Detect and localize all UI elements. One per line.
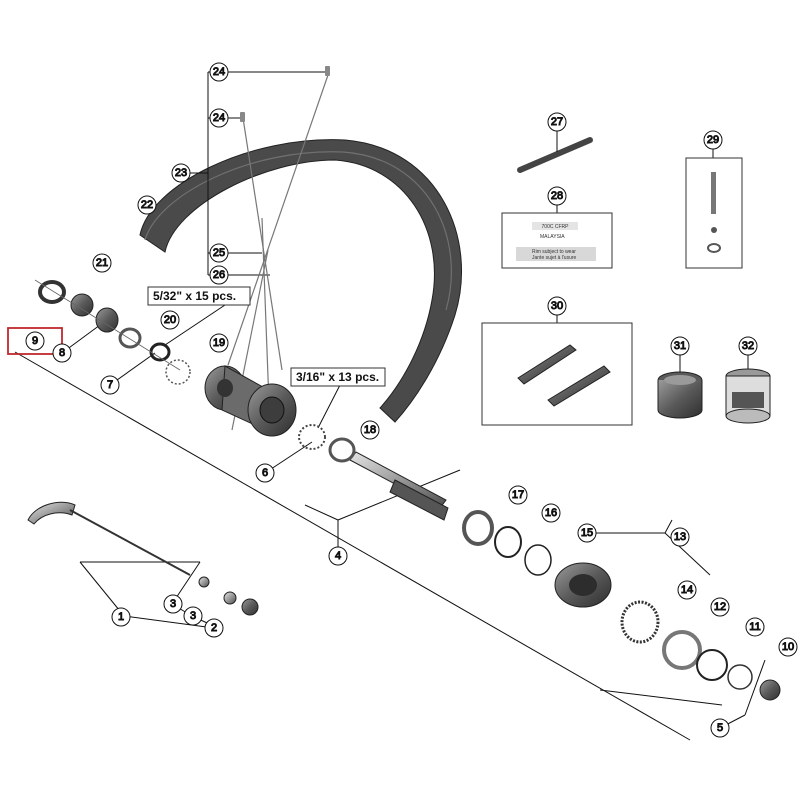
callout-21-label: 21 bbox=[96, 257, 108, 269]
callout-2-label: 2 bbox=[211, 622, 217, 634]
callout-4[interactable]: 4 bbox=[328, 546, 348, 566]
callout-24a[interactable]: 24 bbox=[209, 62, 229, 82]
callout-21[interactable]: 21 bbox=[92, 253, 112, 273]
callout-10-label: 10 bbox=[782, 641, 794, 653]
callout-13-label: 13 bbox=[674, 531, 686, 543]
callout-3a-label: 3 bbox=[170, 598, 176, 610]
axle bbox=[349, 451, 449, 521]
spoke-nipples bbox=[240, 66, 330, 122]
callout-27-label: 27 bbox=[551, 116, 563, 128]
hub-body bbox=[204, 365, 297, 437]
callout-15[interactable]: 15 bbox=[577, 523, 597, 543]
callout-26-label: 26 bbox=[213, 269, 225, 281]
callout-3b-label: 3 bbox=[190, 610, 196, 622]
callout-14[interactable]: 14 bbox=[677, 580, 697, 600]
label-card-line4: Jante sujet à l'usure bbox=[532, 255, 577, 261]
callout-11[interactable]: 11 bbox=[745, 617, 765, 637]
callout-6-label: 6 bbox=[262, 467, 268, 479]
callout-12-label: 12 bbox=[714, 601, 726, 613]
callout-16-label: 16 bbox=[545, 507, 557, 519]
freehub-parts bbox=[462, 510, 781, 701]
bearing-ring bbox=[298, 424, 356, 463]
callout-17-label: 17 bbox=[512, 489, 524, 501]
callout-8-label: 8 bbox=[59, 347, 65, 359]
callout-27[interactable]: 27 bbox=[547, 112, 567, 132]
label-card-line2: MALAYSIA bbox=[540, 234, 565, 240]
callout-8[interactable]: 8 bbox=[52, 343, 72, 363]
callout-18-label: 18 bbox=[364, 424, 376, 436]
callout-9-label: 9 bbox=[32, 335, 38, 347]
callout-28[interactable]: 28 bbox=[547, 186, 567, 206]
callout-18[interactable]: 18 bbox=[360, 420, 380, 440]
rim-tape bbox=[657, 355, 703, 419]
callout-31-label: 31 bbox=[674, 340, 686, 352]
valve-parts-box bbox=[685, 148, 743, 269]
callout-25[interactable]: 25 bbox=[209, 243, 229, 263]
callout-30[interactable]: 30 bbox=[547, 296, 567, 316]
spec-spoke-side: 5/32" x 15 pcs. bbox=[153, 289, 236, 303]
rim bbox=[139, 139, 462, 423]
callout-14-label: 14 bbox=[681, 584, 693, 596]
callout-31[interactable]: 31 bbox=[670, 336, 690, 356]
callout-4-label: 4 bbox=[335, 550, 341, 562]
rim-label-card: 700C CFRP MALAYSIA Rim subject to wear J… bbox=[501, 204, 613, 269]
callout-9[interactable]: 9 bbox=[25, 331, 45, 351]
callout-1[interactable]: 1 bbox=[111, 607, 131, 627]
left-hub-parts bbox=[34, 279, 191, 385]
callout-19[interactable]: 19 bbox=[209, 333, 229, 353]
callout-20-label: 20 bbox=[164, 314, 176, 326]
callout-6[interactable]: 6 bbox=[255, 463, 275, 483]
grease-tub bbox=[725, 355, 771, 424]
callout-24a-label: 24 bbox=[213, 66, 225, 78]
callout-3b[interactable]: 3 bbox=[183, 606, 203, 626]
callout-29[interactable]: 29 bbox=[703, 130, 723, 150]
spec-box-freehub-side: 3/16" x 13 pcs. bbox=[290, 367, 386, 387]
callout-32-label: 32 bbox=[742, 340, 754, 352]
callout-25-label: 25 bbox=[213, 247, 225, 259]
callout-5-label: 5 bbox=[717, 722, 723, 734]
callout-32[interactable]: 32 bbox=[738, 336, 758, 356]
callout-28-label: 28 bbox=[551, 190, 563, 202]
callout-17[interactable]: 17 bbox=[508, 485, 528, 505]
callout-30-label: 30 bbox=[551, 300, 563, 312]
callouts: 1 2 3 3 4 5 6 7 8 9 10 11 12 13 14 15 16… bbox=[25, 62, 798, 738]
brake-pad-box bbox=[481, 314, 633, 426]
callout-20[interactable]: 20 bbox=[160, 310, 180, 330]
callout-23[interactable]: 23 bbox=[171, 163, 191, 183]
callout-7-label: 7 bbox=[107, 379, 113, 391]
callout-13[interactable]: 13 bbox=[670, 527, 690, 547]
callout-5[interactable]: 5 bbox=[710, 718, 730, 738]
callout-15-label: 15 bbox=[581, 527, 593, 539]
callout-23-label: 23 bbox=[175, 167, 187, 179]
callout-22[interactable]: 22 bbox=[137, 195, 157, 215]
spec-box-spoke-side: 5/32" x 15 pcs. bbox=[147, 286, 251, 306]
callout-26[interactable]: 26 bbox=[209, 265, 229, 285]
callout-24b[interactable]: 24 bbox=[209, 108, 229, 128]
callout-7[interactable]: 7 bbox=[100, 375, 120, 395]
assembly-lines bbox=[14, 71, 766, 741]
callout-2[interactable]: 2 bbox=[204, 618, 224, 638]
spec-freehub-side: 3/16" x 13 pcs. bbox=[296, 370, 379, 384]
quick-release-skewer bbox=[27, 501, 259, 616]
callout-11-label: 11 bbox=[749, 621, 760, 633]
callout-3a[interactable]: 3 bbox=[163, 594, 183, 614]
callout-16[interactable]: 16 bbox=[541, 503, 561, 523]
highlight-box bbox=[7, 327, 63, 355]
callout-1-label: 1 bbox=[118, 611, 124, 623]
callout-12[interactable]: 12 bbox=[710, 597, 730, 617]
callout-19-label: 19 bbox=[213, 337, 225, 349]
spoke-tool bbox=[517, 130, 593, 173]
callout-10[interactable]: 10 bbox=[778, 637, 798, 657]
label-card-line3: Rim subject to wear bbox=[532, 249, 576, 255]
callout-24b-label: 24 bbox=[213, 112, 225, 124]
callout-22-label: 22 bbox=[141, 199, 153, 211]
callout-29-label: 29 bbox=[707, 134, 719, 146]
label-card-line1: 700C CFRP bbox=[542, 224, 570, 230]
